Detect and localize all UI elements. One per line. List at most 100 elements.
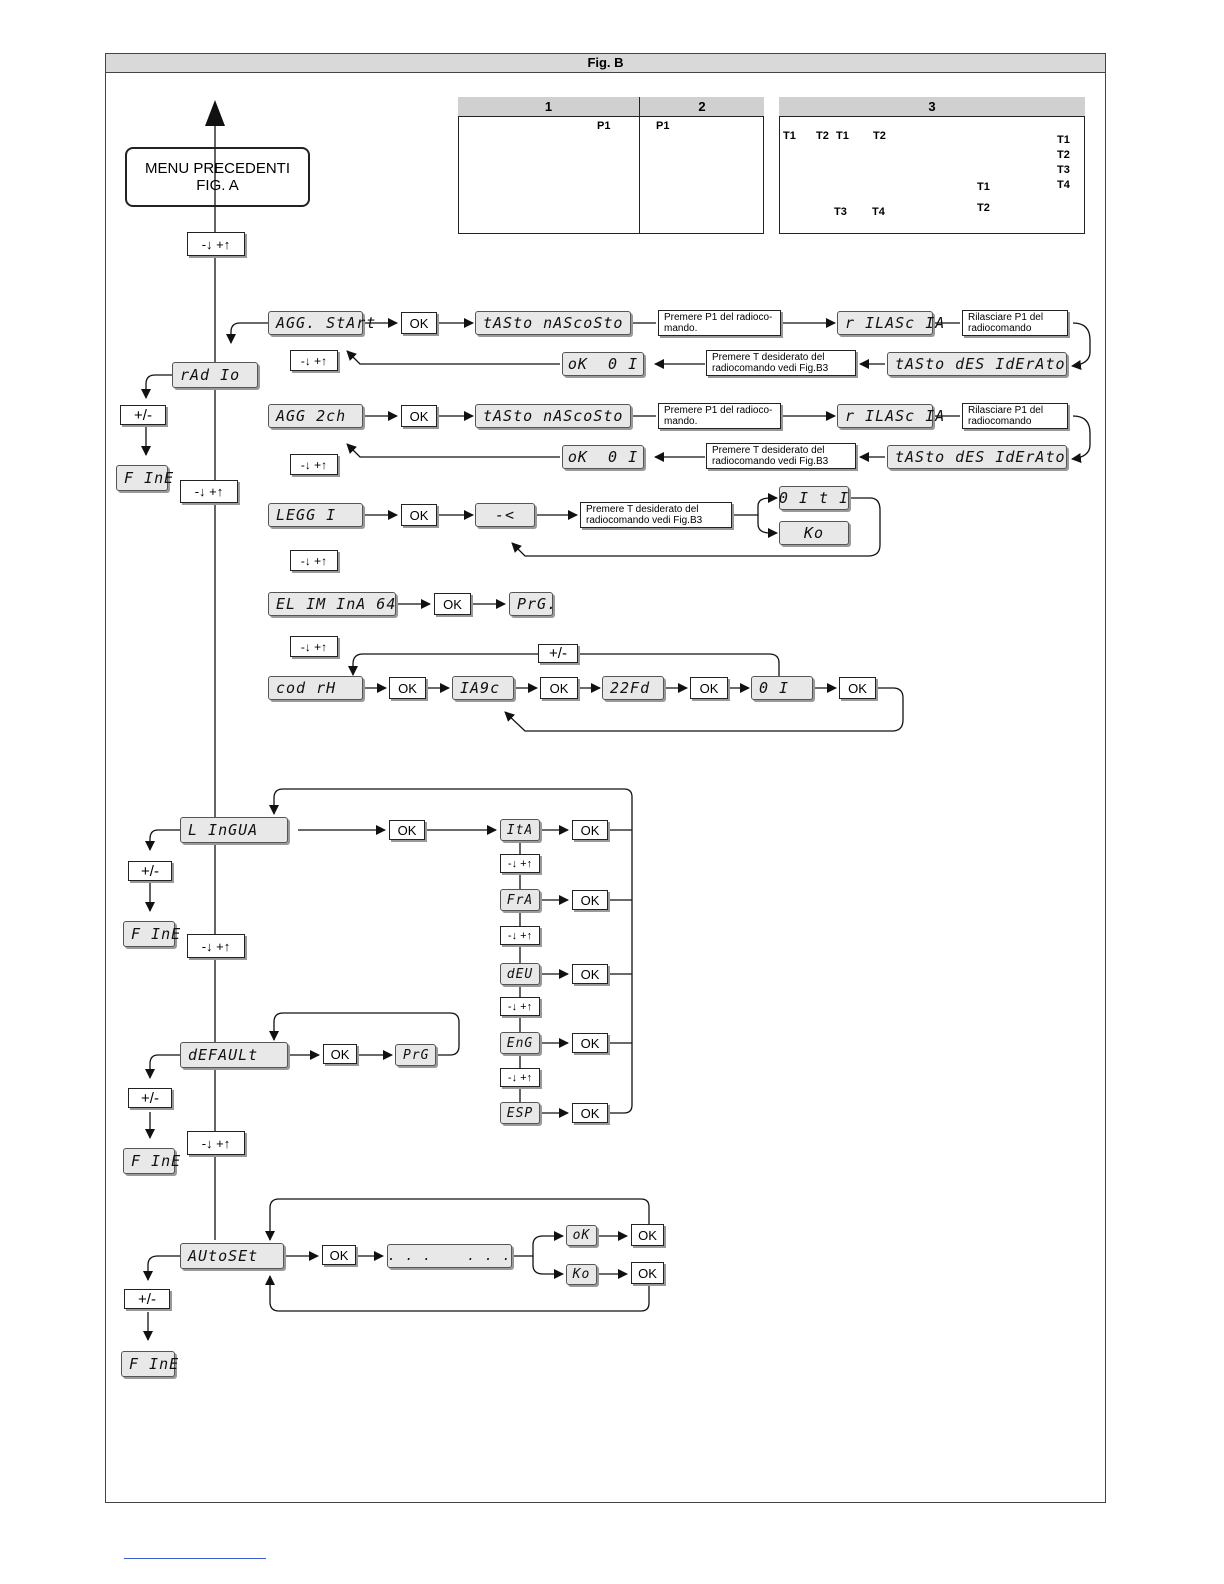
label-t3-a: T3 <box>834 206 847 218</box>
note-rilasciare-p1-2: Rilasciare P1 del radiocomando <box>962 403 1068 429</box>
label-t1-c: T1 <box>977 181 990 193</box>
lcd-lang-esp[interactable]: ESP <box>500 1102 540 1124</box>
nav-button-lang-3[interactable]: -↓ +↑ <box>500 997 540 1016</box>
panel-divider <box>639 117 640 234</box>
lcd-autoset-ko: Ko <box>566 1264 597 1285</box>
label-t1-d: T1 <box>1057 134 1070 146</box>
label-t4-d: T4 <box>1057 179 1070 191</box>
lcd-lingua[interactable]: L InGUA <box>180 817 288 843</box>
panel-1-header: 1 <box>458 97 639 117</box>
lcd-prg-default: PrG <box>395 1044 436 1066</box>
ok-button-codrx-2[interactable]: OK <box>540 677 578 699</box>
lcd-code-2: 22Fd <box>602 676 664 700</box>
nav-button-lang-1[interactable]: -↓ +↑ <box>500 854 540 873</box>
lcd-fine-autoset[interactable]: F InE <box>121 1351 178 1377</box>
lcd-ok01-1: oK 0 I <box>562 352 644 376</box>
menu-prev-line1: MENU PRECEDENTI <box>144 160 290 177</box>
note-premere-t-1: Premere T desiderato del radiocomando ve… <box>706 350 856 376</box>
nav-button-5[interactable]: -↓ +↑ <box>290 550 338 571</box>
note-premere-p1-1: Premere P1 del radioco-mando. <box>658 310 781 336</box>
nav-button-lang-4[interactable]: -↓ +↑ <box>500 1068 540 1087</box>
label-t1-a: T1 <box>783 130 796 142</box>
lcd-prg-elimina: PrG. <box>509 592 556 616</box>
panel-2-header: 2 <box>639 97 764 117</box>
lcd-lang-eng[interactable]: EnG <box>500 1032 540 1054</box>
ok-button-autoset[interactable]: OK <box>322 1245 356 1265</box>
ok-button-lingua[interactable]: OK <box>389 820 425 840</box>
note-rilasciare-p1-1: Rilasciare P1 del radiocomando <box>962 310 1068 336</box>
lcd-agg-start[interactable]: AGG. StArt <box>268 311 375 335</box>
ok-button-autoset-ok[interactable]: OK <box>631 1224 664 1246</box>
note-premere-t-2: Premere T desiderato del radiocomando ve… <box>706 443 856 469</box>
plusminus-button-radio[interactable]: +/- <box>120 405 166 425</box>
lcd-autoset[interactable]: AUtoSEt <box>180 1243 284 1269</box>
lcd-rilascia-2: r ILASc IA <box>837 404 944 428</box>
lcd-fine-lingua[interactable]: F InE <box>123 921 180 947</box>
nav-button-1[interactable]: -↓ +↑ <box>187 232 245 256</box>
plusminus-button-autoset[interactable]: +/- <box>124 1289 170 1309</box>
label-t2-b: T2 <box>873 130 886 142</box>
lcd-lang-fra[interactable]: FrA <box>500 889 540 911</box>
label-t2-d: T2 <box>1057 149 1070 161</box>
note-premere-p1-2: Premere P1 del radioco-mando. <box>658 403 781 429</box>
ok-button-codrx-3[interactable]: OK <box>690 677 728 699</box>
label-p1-b: P1 <box>656 120 670 132</box>
lcd-wait: -< <box>475 503 535 527</box>
panel-1-2 <box>458 97 764 234</box>
label-t2-a: T2 <box>816 130 829 142</box>
lcd-cod-rx[interactable]: cod rH <box>268 676 363 700</box>
ok-button-ita[interactable]: OK <box>572 820 608 840</box>
ok-button-elimina[interactable]: OK <box>434 593 471 615</box>
panel-3 <box>779 97 1085 234</box>
nav-button-6[interactable]: -↓ +↑ <box>290 636 338 657</box>
ok-button-leggi[interactable]: OK <box>401 504 437 526</box>
label-p1-a: P1 <box>597 120 611 132</box>
ok-button-esp[interactable]: OK <box>572 1103 608 1123</box>
ok-button-codrx-1[interactable]: OK <box>389 677 426 699</box>
lcd-agg-2ch[interactable]: AGG 2ch <box>268 404 363 428</box>
nav-button-lang-2[interactable]: -↓ +↑ <box>500 926 540 945</box>
menu-precedenti-box: MENU PRECEDENTI FIG. A <box>125 147 310 207</box>
lcd-radio[interactable]: rAd Io <box>172 362 258 388</box>
lcd-code-1: IA9c <box>452 676 514 700</box>
lcd-leggi[interactable]: LEGG I <box>268 503 363 527</box>
plusminus-button-default[interactable]: +/- <box>128 1088 172 1108</box>
nav-button-2[interactable]: -↓ +↑ <box>290 350 338 371</box>
lcd-autoset-progress: . . . . . . <box>387 1244 512 1268</box>
lcd-result-ko: Ko <box>779 521 849 545</box>
ok-button-deu[interactable]: OK <box>572 964 608 984</box>
label-t3-d: T3 <box>1057 164 1070 176</box>
lcd-tasto-desiderato-2: tASto dES IdErAto <box>887 445 1067 469</box>
lcd-code-3: 0 I <box>751 676 813 700</box>
plusminus-button-codrx[interactable]: +/- <box>538 644 578 663</box>
lcd-ok01-2: oK 0 I <box>562 445 644 469</box>
ok-button-agg-2ch[interactable]: OK <box>401 405 437 427</box>
footer-rule <box>124 1558 266 1559</box>
nav-button-3[interactable]: -↓ +↑ <box>290 454 338 475</box>
lcd-fine-default[interactable]: F InE <box>123 1148 180 1174</box>
lcd-result-ok: 0 I t I <box>779 486 849 510</box>
nav-button-7[interactable]: -↓ +↑ <box>187 934 245 958</box>
lcd-lang-ita[interactable]: ItA <box>500 819 540 841</box>
lcd-fine-radio[interactable]: F InE <box>116 465 173 491</box>
figure-title: Fig. B <box>105 53 1106 73</box>
panel-3-header: 3 <box>779 97 1085 117</box>
lcd-tasto-nascosto-1: tASto nAScoSto <box>475 311 631 335</box>
lcd-tasto-nascosto-2: tASto nAScoSto <box>475 404 631 428</box>
nav-button-4[interactable]: -↓ +↑ <box>180 480 238 503</box>
note-premere-t-3: Premere T desiderato del radiocomando ve… <box>580 502 732 528</box>
label-t4-a: T4 <box>872 206 885 218</box>
ok-button-agg-start[interactable]: OK <box>401 312 437 334</box>
lcd-tasto-desiderato-1: tASto dES IdErAto <box>887 352 1067 376</box>
ok-button-autoset-ko[interactable]: OK <box>631 1262 664 1284</box>
ok-button-fra[interactable]: OK <box>572 890 608 910</box>
lcd-lang-deu[interactable]: dEU <box>500 963 540 985</box>
nav-button-8[interactable]: -↓ +↑ <box>187 1131 245 1155</box>
ok-button-default[interactable]: OK <box>323 1044 357 1064</box>
lcd-default[interactable]: dEFAULt <box>180 1042 288 1068</box>
lcd-elimina-64[interactable]: EL IM InA 64 <box>268 592 396 616</box>
lcd-autoset-ok: oK <box>566 1225 597 1246</box>
ok-button-eng[interactable]: OK <box>572 1033 608 1053</box>
ok-button-codrx-4[interactable]: OK <box>839 677 876 699</box>
plusminus-button-lingua[interactable]: +/- <box>128 861 172 881</box>
